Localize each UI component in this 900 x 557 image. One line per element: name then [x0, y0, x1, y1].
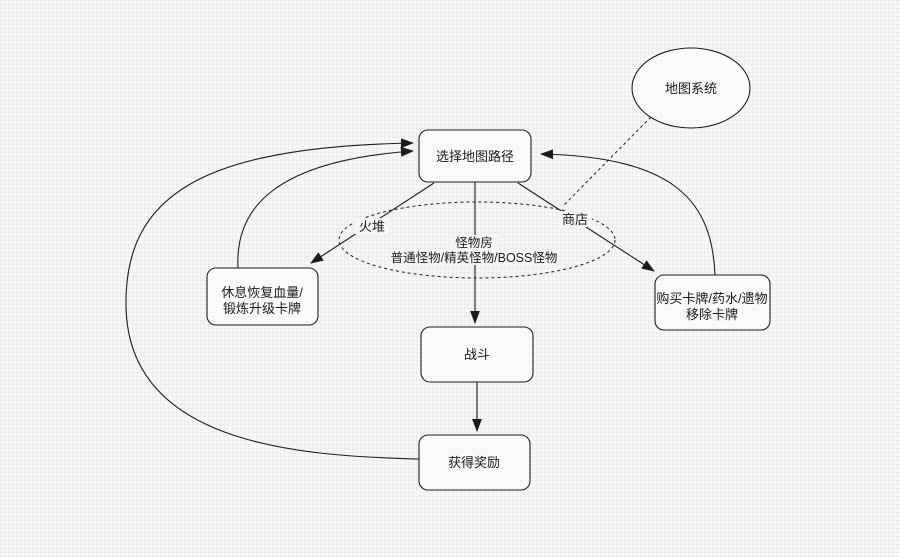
choose-path-box [418, 129, 532, 183]
node-battle: 战斗 [420, 326, 534, 383]
node-choose-path: 选择地图路径 [418, 129, 532, 183]
monster-room-title: 怪物房 [455, 235, 493, 250]
node-rest: 休息恢复血量/ 锻炼升级卡牌 [206, 267, 319, 326]
edge-reward-return-to-choose-path [125, 138, 420, 460]
battle-box [420, 326, 534, 383]
buy-box [654, 274, 771, 331]
edge-buy-return-to-choose-path [539, 149, 716, 276]
edge-rest-return-to-choose-path [237, 146, 415, 269]
campfire-label: 火堆 [359, 219, 385, 234]
reward-box [418, 434, 531, 491]
buy-label-line2: 移除卡牌 [686, 307, 738, 322]
monster-room-ellipse [338, 201, 616, 279]
monster-room-subtitle: 普通怪物/精英怪物/BOSS怪物 [391, 251, 558, 265]
node-monster-room: 怪物房 普通怪物/精英怪物/BOSS怪物 [338, 201, 616, 279]
edge-label-shop: 商店 [558, 211, 592, 227]
campfire-label-bg [355, 218, 389, 234]
reward-label: 获得奖励 [448, 455, 500, 470]
shop-label-bg [558, 211, 592, 227]
shop-label: 商店 [562, 212, 588, 227]
monster-room-subtitle-bg [392, 250, 556, 265]
node-reward: 获得奖励 [418, 434, 531, 491]
rest-box [206, 267, 319, 326]
map-system-label: 地图系统 [665, 81, 717, 96]
edge-label-campfire: 火堆 [355, 218, 389, 234]
buy-label-line1: 购买卡牌/药水/遗物 [656, 291, 767, 306]
node-buy: 购买卡牌/药水/遗物 移除卡牌 [654, 274, 771, 331]
choose-path-label: 选择地图路径 [436, 149, 514, 164]
node-map-system: 地图系统 [631, 47, 751, 129]
rest-label-line2: 锻炼升级卡牌 [223, 301, 301, 316]
map-system-ellipse [631, 47, 751, 129]
monster-room-title-bg [450, 235, 498, 250]
rest-label-line1: 休息恢复血量/ [221, 285, 303, 300]
edge-map-system-to-monster-room [562, 116, 652, 207]
battle-label: 战斗 [464, 347, 490, 362]
